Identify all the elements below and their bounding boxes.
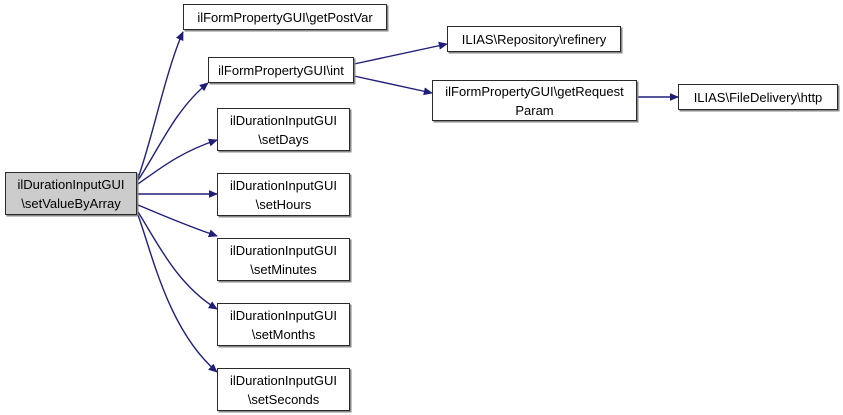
graph-node-label: ilDurationInputGUI \setHours [230,177,337,212]
graph-edge-root-getPostVar [137,31,184,179]
graph-edge-root-int [137,82,209,181]
graph-node-setMonths[interactable]: ilDurationInputGUI \setMonths [217,303,350,346]
graph-node-refinery[interactable]: ILIAS\Repository\refinery [447,26,621,52]
graph-node-http[interactable]: ILIAS\FileDelivery\http [678,84,838,110]
graph-node-label: ilDurationInputGUI \setMonths [230,307,337,342]
graph-node-label: ilDurationInputGUI \setDays [230,112,337,147]
graph-node-setSeconds[interactable]: ilDurationInputGUI \setSeconds [217,368,350,411]
graph-node-getRequestParam[interactable]: ilFormPropertyGUI\getRequest Param [432,80,637,121]
graph-edge-root-setMinutes [137,204,218,238]
graph-edge-root-setDays [137,138,218,185]
graph-edge-root-setMonths [137,211,218,310]
graph-edge-root-setSeconds [137,214,218,373]
graph-node-label: ilFormPropertyGUI\getPostVar [197,9,373,25]
graph-edge-int-refinery [353,41,448,65]
graph-node-setDays[interactable]: ilDurationInputGUI \setDays [217,108,350,151]
graph-node-root[interactable]: ilDurationInputGUI \setValueByArray [5,172,137,215]
graph-node-label: ilDurationInputGUI \setSeconds [230,372,337,407]
graph-node-label: ILIAS\Repository\refinery [461,31,607,47]
graph-node-int[interactable]: ilFormPropertyGUI\int [208,57,354,83]
graph-node-setMinutes[interactable]: ilDurationInputGUI \setMinutes [217,238,350,281]
graph-node-label: ilDurationInputGUI \setValueByArray [17,176,125,211]
graph-node-label: ilFormPropertyGUI\int [218,62,344,78]
graph-node-label: ilDurationInputGUI \setMinutes [230,242,337,277]
graph-node-label: ilFormPropertyGUI\getRequest Param [445,83,624,118]
graph-node-setHours[interactable]: ilDurationInputGUI \setHours [217,173,350,216]
graph-node-getPostVar[interactable]: ilFormPropertyGUI\getPostVar [183,4,387,30]
graph-edge-int-getRequestParam [353,75,433,96]
graph-node-label: ILIAS\FileDelivery\http [693,89,823,105]
